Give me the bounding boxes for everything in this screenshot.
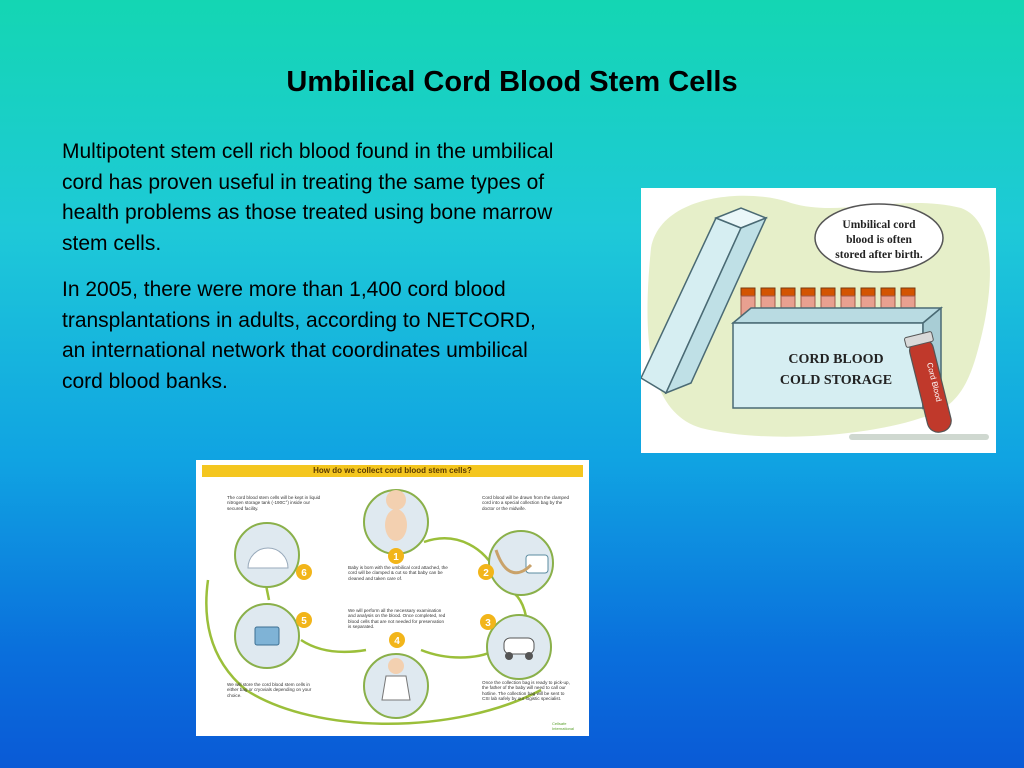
vial-cap <box>880 287 896 297</box>
step-2-badge: 2 <box>483 568 489 579</box>
cellsafe-logo: Cellsafe International <box>552 721 575 731</box>
body-text: Multipotent stem cell rich blood found i… <box>62 137 562 413</box>
step-badges: 1 2 3 4 5 6 <box>296 548 496 648</box>
collection-process-infographic: How do we collect cord blood stem cells?… <box>196 460 589 736</box>
paragraph-netcord: In 2005, there were more than 1,400 cord… <box>62 278 536 393</box>
test-tube-icon: Cord Blood <box>904 331 952 433</box>
step-4-badge: 4 <box>394 636 400 647</box>
vial-cap <box>900 287 916 297</box>
step-4-text: We will perform all the necessary examin… <box>348 608 446 630</box>
box-lid-icon <box>641 207 769 395</box>
vial-cap <box>800 287 816 297</box>
step-6-circle <box>234 522 300 588</box>
step-5-badge: 5 <box>301 616 307 627</box>
slide-title: Umbilical Cord Blood Stem Cells <box>286 66 738 98</box>
step-1-badge: 1 <box>393 552 399 563</box>
step-2-text: Cord blood will be drawn from the clampe… <box>482 495 570 511</box>
vial-cap <box>740 287 756 297</box>
step-3-text: Once the collection bag is ready to pick… <box>482 680 570 702</box>
vial-cap <box>820 287 836 297</box>
step-6-text: The cord blood stem cells will be kept i… <box>227 495 321 511</box>
vial-cap <box>760 287 776 297</box>
speech-bubble <box>814 203 944 273</box>
step-3-badge: 3 <box>485 618 491 629</box>
box-label-line-1: CORD BLOOD <box>788 352 883 367</box>
vial-cap <box>860 287 876 297</box>
step-6-badge: 6 <box>301 568 307 579</box>
cord-blood-storage-cartoon: Umbilical cord blood is often stored aft… <box>641 188 996 453</box>
box-label-line-2: COLD STORAGE <box>780 373 892 388</box>
storage-box-icon <box>730 306 944 410</box>
vial-cap <box>780 287 796 297</box>
bubble-line-3: stored after birth. <box>835 249 923 261</box>
vial-cap <box>840 287 856 297</box>
step-1-text: Baby is born with the umbilical cord att… <box>348 565 448 581</box>
step-3-circle <box>486 614 552 680</box>
step-1-circle <box>363 489 429 555</box>
step-5-text: We will store the cord blood stem cells … <box>227 682 312 698</box>
shadow <box>849 434 989 440</box>
bubble-line-2: blood is often <box>846 234 912 246</box>
step-5-circle <box>234 603 300 669</box>
step-2-circle <box>488 530 554 596</box>
step-4-circle <box>363 653 429 719</box>
infographic-title: How do we collect cord blood stem cells? <box>202 465 583 477</box>
bubble-line-1: Umbilical cord <box>842 219 916 231</box>
paragraph-stem-cells: Multipotent stem cell rich blood found i… <box>62 140 554 255</box>
